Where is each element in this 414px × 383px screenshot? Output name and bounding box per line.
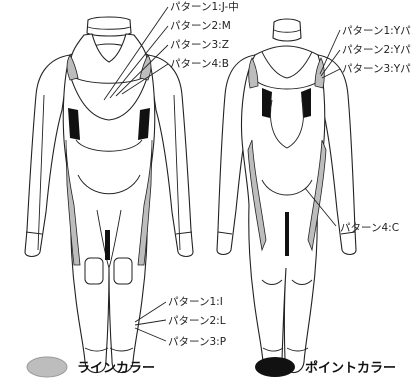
- label-leg-1: パターン1:I: [168, 296, 223, 308]
- label-chest-3: パターン3:Z: [170, 39, 229, 51]
- line-color-swatch: [27, 357, 67, 377]
- legend: ラインカラー ポイントカラー: [27, 357, 396, 377]
- label-chest-2: パターン2:M: [170, 20, 231, 32]
- label-chest-4: パターン4:B: [170, 58, 229, 70]
- point-color-swatch: [255, 357, 295, 377]
- label-back-1: パターン1:Yパ: [342, 25, 411, 37]
- label-back-2: パターン2:Yパ: [342, 44, 411, 56]
- label-back-3: パターン3:Yパ: [342, 63, 411, 75]
- label-back-4: パターン4:C: [340, 222, 399, 234]
- line-color-label: ラインカラー: [77, 361, 155, 376]
- label-leg-3: パターン3:P: [168, 336, 226, 348]
- label-leg-2: パターン2:L: [168, 315, 226, 327]
- point-color-label: ポイントカラー: [305, 360, 396, 376]
- back-suit: [217, 19, 356, 373]
- label-chest-1: パターン1:J-中: [170, 0, 239, 13]
